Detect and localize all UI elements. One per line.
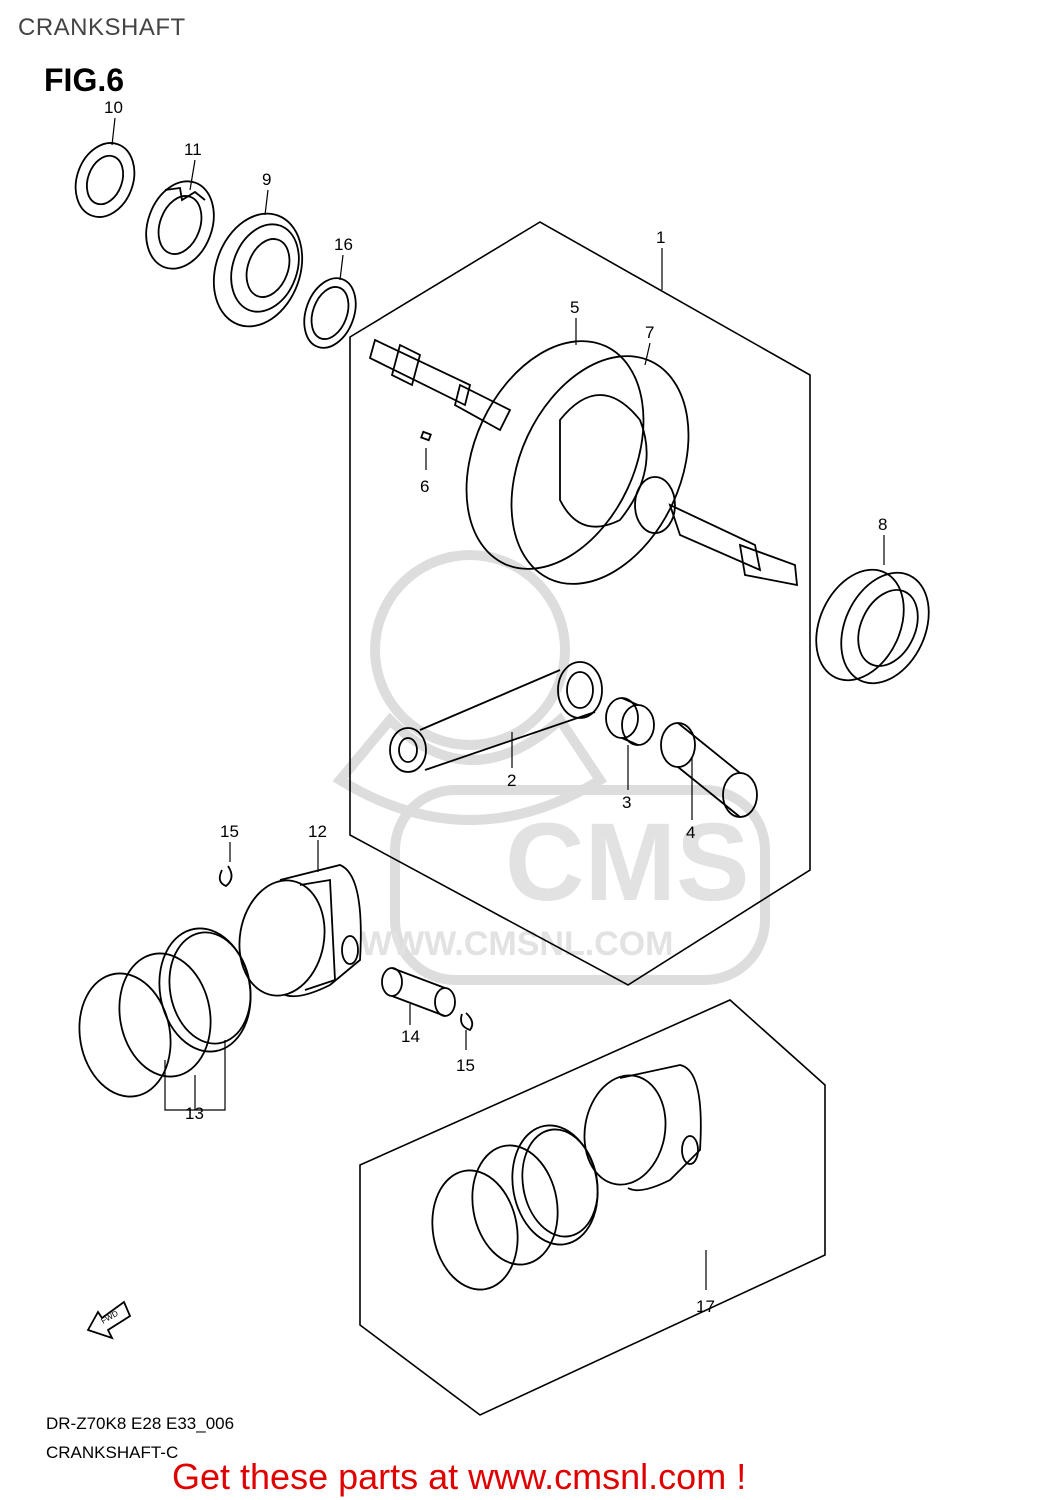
piston-pin-14 xyxy=(381,967,456,1017)
callout-7: 7 xyxy=(645,323,654,342)
key-6 xyxy=(420,430,432,442)
callout-12: 12 xyxy=(308,822,327,841)
callout-1: 1 xyxy=(656,228,665,247)
leader-lines xyxy=(111,117,885,1290)
watermark-brand: CMS xyxy=(505,801,749,924)
callout-5: 5 xyxy=(570,298,579,317)
callout-13: 13 xyxy=(185,1104,204,1123)
callout-15-top: 15 xyxy=(220,822,239,841)
figure-label: FIG.6 xyxy=(44,62,125,98)
callout-16: 16 xyxy=(334,235,353,254)
diagram-code: DR-Z70K8 E28 E33_006 xyxy=(46,1414,235,1433)
callout-11: 11 xyxy=(184,140,202,159)
piston-rings-13 xyxy=(78,927,252,1098)
diagram-name: CRANKSHAFT-C xyxy=(46,1443,179,1462)
watermark-url: WWW.CMSNL.COM xyxy=(360,925,674,963)
callout-15-bottom: 15 xyxy=(456,1056,475,1075)
watermark-badge xyxy=(390,785,770,985)
assembly-box-17 xyxy=(359,999,826,1416)
callout-2: 2 xyxy=(507,771,516,790)
crank-pin-4 xyxy=(660,722,758,818)
circlip-15a xyxy=(218,865,233,888)
callout-17: 17 xyxy=(696,1297,715,1316)
callout-6: 6 xyxy=(420,477,429,496)
cta-link[interactable]: Get these parts at www.cmsnl.com ! xyxy=(172,1456,747,1497)
crankshaft-5 xyxy=(368,338,690,585)
piston-set-17 xyxy=(431,1064,702,1291)
fwd-arrow-icon xyxy=(86,1300,132,1340)
circlip-15b xyxy=(460,1012,474,1032)
callout-10: 10 xyxy=(104,98,123,117)
fwd-label: FWD xyxy=(100,1309,120,1326)
bearing-8 xyxy=(815,568,930,685)
assembly-box-1 xyxy=(349,221,811,986)
callout-9: 9 xyxy=(262,170,271,189)
watermark-mascot-head xyxy=(370,550,570,750)
bearing-9 xyxy=(212,212,304,328)
callout-8: 8 xyxy=(878,515,887,534)
callout-14: 14 xyxy=(401,1027,420,1046)
oil-seal-10 xyxy=(74,142,136,218)
page-title: CRANKSHAFT xyxy=(18,14,186,41)
callout-3: 3 xyxy=(622,793,631,812)
gear-11 xyxy=(145,180,215,270)
connecting-rod-2 xyxy=(389,661,603,773)
callout-4: 4 xyxy=(686,823,695,842)
watermark xyxy=(332,550,770,985)
piston-12 xyxy=(238,864,362,998)
needle-bearing-3 xyxy=(605,697,655,746)
crank-web-7 xyxy=(559,394,799,587)
washer-16 xyxy=(303,277,357,349)
